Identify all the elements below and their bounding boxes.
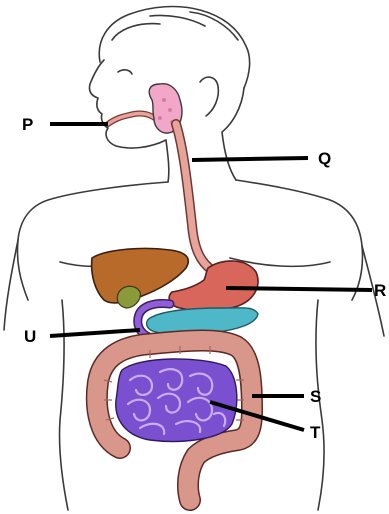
- label-r: R: [374, 281, 386, 300]
- label-u: U: [24, 327, 36, 346]
- label-p: P: [22, 115, 33, 134]
- small-intestine: [116, 359, 237, 442]
- label-s: S: [310, 387, 321, 406]
- gallbladder: [117, 286, 140, 308]
- esophagus: [176, 124, 212, 270]
- leader-line-q: [192, 158, 308, 160]
- label-t: T: [310, 423, 321, 442]
- leader-line-r: [226, 288, 372, 290]
- label-q: Q: [318, 149, 331, 168]
